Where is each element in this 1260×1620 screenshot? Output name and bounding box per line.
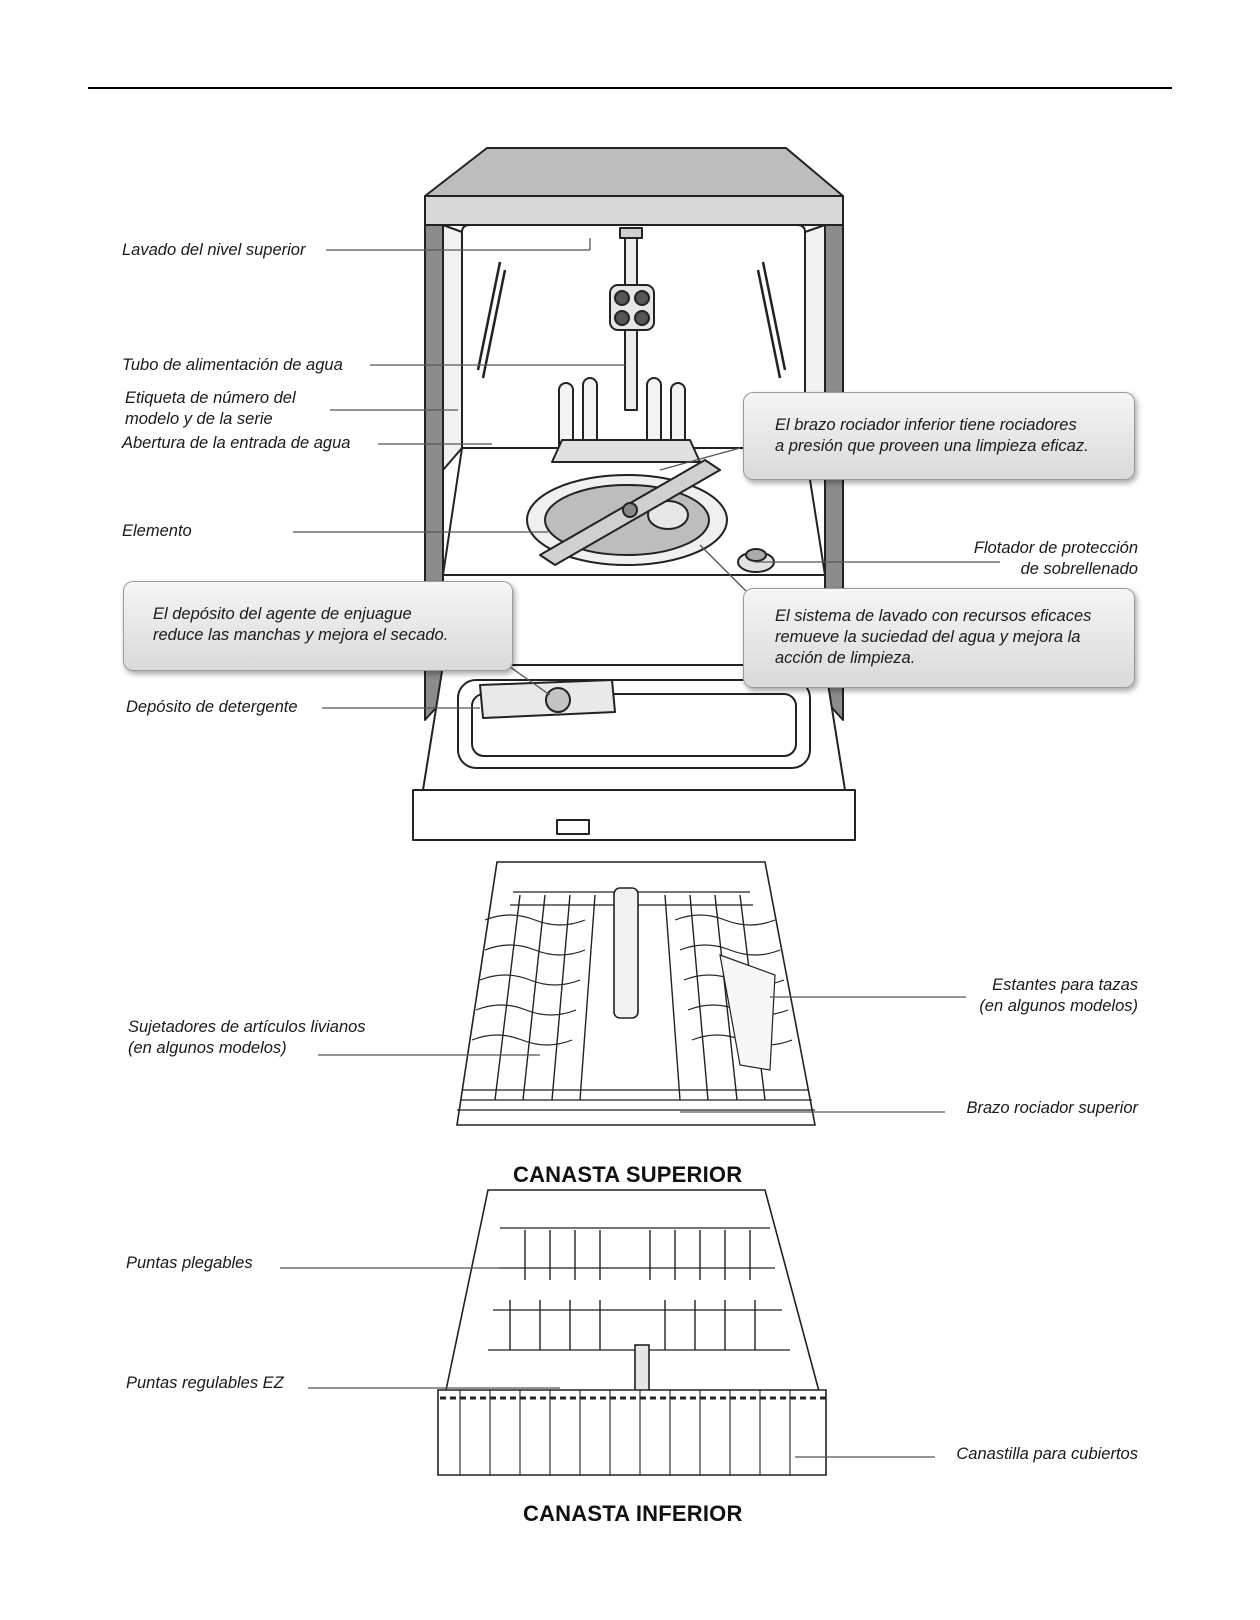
caption-lower-rack: CANASTA INFERIOR <box>523 1501 743 1526</box>
label-model-serial-line1: Etiqueta de número del <box>125 389 296 407</box>
callout-wash-system-line2: remueve la suciedad del agua y mejora la <box>775 628 1081 646</box>
lower-rack-illustration <box>437 1189 827 1476</box>
label-upper-level-wash: Lavado del nivel superior <box>122 241 306 259</box>
caption-upper-rack: CANASTA SUPERIOR <box>513 1162 743 1187</box>
label-heating-element: Elemento <box>122 522 192 540</box>
callout-wash-system: El sistema de lavado con recursos eficac… <box>743 588 1135 688</box>
label-overfill-float-line1: Flotador de protección <box>973 539 1138 557</box>
callout-wash-system-line1: El sistema de lavado con recursos eficac… <box>775 607 1092 625</box>
label-fold-down-tines: Puntas plegables <box>126 1254 253 1272</box>
label-upper-spray-arm: Brazo rociador superior <box>966 1099 1139 1117</box>
callout-rinse-aid: El depósito del agente de enjuague reduc… <box>123 581 513 671</box>
label-ez-adjust-tines: Puntas regulables EZ <box>126 1374 284 1392</box>
label-water-feed-tube: Tubo de alimentación de agua <box>122 356 343 374</box>
callout-wash-system-line3: acción de limpieza. <box>775 649 916 667</box>
dishwasher-illustration <box>412 147 856 841</box>
label-model-serial-line2: modelo y de la serie <box>125 410 273 428</box>
label-cup-shelves-line1: Estantes para tazas <box>992 976 1138 994</box>
callout-lower-spray-arm-line2: a presión que proveen una limpieza efica… <box>775 437 1089 455</box>
upper-rack-illustration <box>456 861 816 1126</box>
callout-lower-spray-arm: El brazo rociador inferior tiene rociado… <box>743 392 1135 480</box>
label-silverware-basket: Canastilla para cubiertos <box>956 1445 1138 1463</box>
label-water-inlet-opening: Abertura de la entrada de agua <box>122 434 351 452</box>
label-cup-shelves-line2: (en algunos modelos) <box>979 997 1138 1015</box>
callout-rinse-aid-line2: reduce las manchas y mejora el secado. <box>153 626 449 644</box>
label-light-item-holders-line2: (en algunos modelos) <box>128 1039 287 1057</box>
label-detergent-dispenser: Depósito de detergente <box>126 698 298 716</box>
leader-lines <box>280 238 1000 1458</box>
callout-rinse-aid-line1: El depósito del agente de enjuague <box>153 605 412 623</box>
callout-lower-spray-arm-line1: El brazo rociador inferior tiene rociado… <box>775 416 1077 434</box>
label-light-item-holders-line1: Sujetadores de artículos livianos <box>128 1018 366 1036</box>
label-overfill-float-line2: de sobrellenado <box>1020 560 1138 578</box>
